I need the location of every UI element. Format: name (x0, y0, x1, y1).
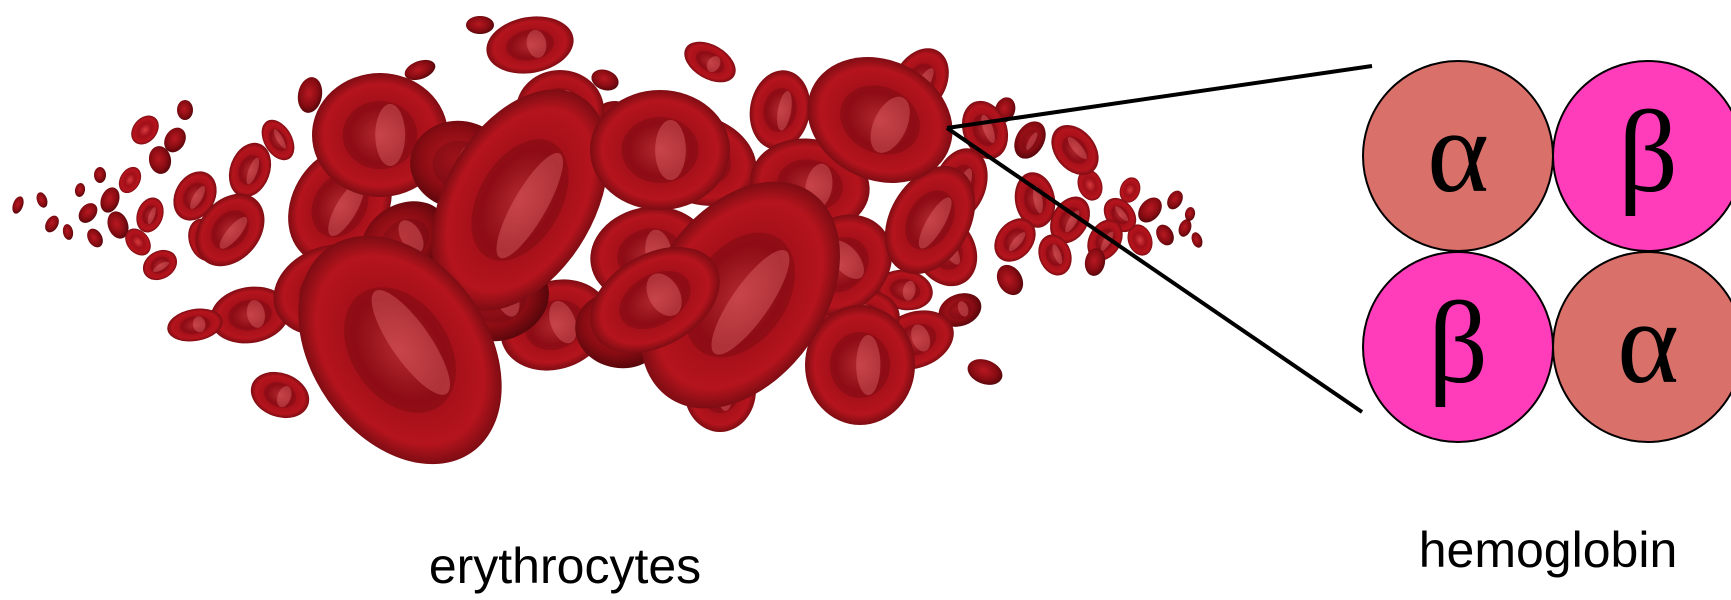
red-blood-cell-body (992, 260, 1029, 300)
red-blood-cell-body (1176, 217, 1193, 238)
red-blood-cell (1008, 116, 1052, 165)
red-blood-cell-body (94, 167, 106, 183)
red-blood-cell-body (84, 226, 106, 250)
subunit-symbol: β (1618, 86, 1678, 217)
red-blood-cell (97, 185, 123, 216)
callout-line-upper (947, 66, 1372, 128)
red-blood-cell (992, 260, 1029, 300)
red-blood-cell-body (1164, 188, 1186, 212)
red-blood-cell (177, 100, 193, 120)
red-blood-cell (35, 191, 50, 209)
red-blood-cell-body (964, 355, 1006, 390)
red-blood-cell (42, 213, 61, 235)
red-blood-cell (1153, 221, 1178, 248)
red-blood-cell (677, 33, 742, 90)
red-blood-cell (1042, 116, 1109, 185)
red-blood-cell-body (10, 195, 26, 215)
red-blood-cell (10, 195, 26, 215)
subunit-symbol: α (1427, 86, 1489, 217)
red-blood-cell (94, 167, 106, 183)
red-blood-cell (1190, 231, 1205, 249)
red-blood-cell-body (1133, 193, 1166, 227)
subunit-beta-bottom-left: β (1363, 252, 1553, 442)
red-blood-cell (74, 182, 86, 198)
red-blood-cell-cluster-icon (10, 10, 1204, 503)
erythrocytes-label: erythrocytes (429, 538, 701, 594)
red-blood-cell-body (126, 110, 165, 150)
subunit-alpha-bottom-right: α (1553, 252, 1731, 442)
red-blood-cell (1164, 188, 1186, 212)
subunit-symbol: β (1428, 277, 1488, 408)
red-blood-cell (114, 163, 145, 197)
red-blood-cell-highlight (375, 104, 405, 166)
subunit-beta-top-right: β (1553, 61, 1731, 251)
red-blood-cell (62, 223, 75, 240)
red-blood-cell-body (75, 199, 101, 226)
red-blood-cell-highlight (856, 335, 880, 395)
red-blood-cell (244, 364, 315, 426)
red-blood-cell (466, 16, 494, 34)
red-blood-cell (126, 110, 165, 150)
red-blood-cell (590, 90, 730, 210)
red-blood-cell-body (74, 182, 86, 198)
red-blood-cell (84, 226, 106, 250)
hemoglobin-label: hemoglobin (1419, 522, 1678, 578)
red-blood-cell-body (97, 185, 123, 216)
red-blood-cell-body (35, 191, 50, 209)
subunit-alpha-top-left: α (1363, 61, 1553, 251)
red-blood-cell-highlight (655, 120, 686, 180)
red-blood-cell-body (114, 163, 145, 197)
red-blood-cell-body (466, 16, 494, 34)
red-blood-cell (964, 355, 1006, 390)
red-blood-cell (1176, 217, 1193, 238)
subunit-symbol: α (1617, 277, 1679, 408)
red-blood-cell-body (1153, 221, 1178, 248)
red-blood-cell-body (42, 213, 61, 235)
red-blood-cell (75, 199, 101, 226)
red-blood-cell-body (177, 100, 193, 120)
red-blood-cell-body (62, 223, 75, 240)
red-blood-cell (1133, 193, 1166, 227)
red-blood-cell (482, 10, 578, 80)
red-blood-cell-body (1190, 231, 1205, 249)
hemoglobin-tetramer: α β β α (1363, 61, 1731, 442)
